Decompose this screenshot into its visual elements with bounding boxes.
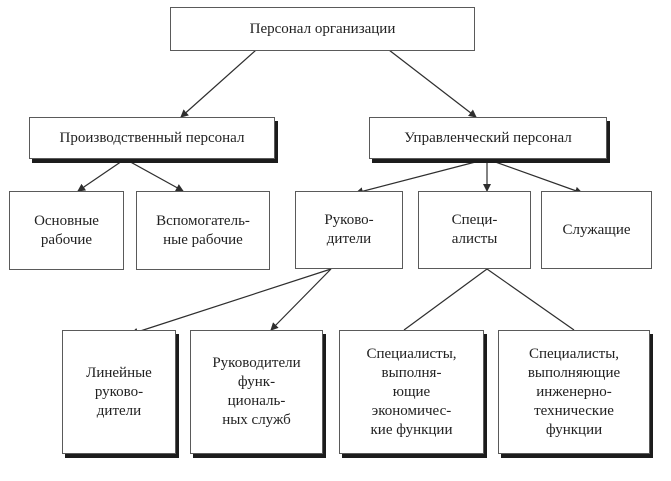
connector-specialists-to-engineering (486, 268, 575, 331)
node-aux-workers: Вспомогатель- ные рабочие (136, 191, 270, 270)
arrow-root-to-production (180, 49, 257, 118)
node-engineering-specialists-label: Специалисты, выполняющие инженерно- техн… (527, 345, 621, 438)
arrow-root-to-management (388, 49, 477, 118)
node-specialists-label: Специ- алисты (451, 212, 498, 247)
node-management-label: Управленческий персонал (404, 129, 572, 146)
node-managers: Руково- дители (295, 191, 403, 269)
arrow-production-to-aux-workers (124, 158, 184, 192)
connector-specialists-to-economic (403, 268, 488, 331)
node-root-label: Персонал организации (249, 20, 396, 37)
node-aux-workers-label: Вспомогатель- ные рабочие (156, 212, 250, 248)
node-specialists: Специ- алисты (418, 191, 531, 269)
node-functional-heads: Руководители функ- циональ- ных служб (190, 330, 323, 454)
node-main-workers: Основные рабочие (9, 191, 124, 270)
arrow-managers-to-functional-heads (270, 268, 332, 331)
node-line-managers: Линейные руково- дители (62, 330, 176, 454)
arrow-management-to-managers (355, 158, 488, 196)
node-line-managers-label: Линейные руково- дители (86, 364, 152, 419)
node-production: Производственный персонал (29, 117, 275, 159)
node-root: Персонал организации (170, 7, 475, 51)
node-economic-specialists: Специалисты, выполня- ющие экономичес- к… (339, 330, 484, 454)
arrow-production-to-main-workers (77, 158, 126, 192)
arrow-management-to-employees (486, 158, 583, 195)
node-production-label: Производственный персонал (59, 129, 245, 146)
node-main-workers-label: Основные рабочие (34, 212, 99, 248)
node-employees: Служащие (541, 191, 652, 269)
node-management: Управленческий персонал (369, 117, 607, 159)
node-employees-label: Служащие (562, 221, 631, 238)
arrow-managers-to-line-managers (130, 268, 332, 336)
node-functional-heads-label: Руководители функ- циональ- ных служб (212, 355, 301, 428)
node-engineering-specialists: Специалисты, выполняющие инженерно- техн… (498, 330, 650, 454)
node-economic-specialists-label: Специалисты, выполня- ющие экономичес- к… (366, 345, 457, 438)
node-managers-label: Руково- дители (324, 212, 374, 247)
